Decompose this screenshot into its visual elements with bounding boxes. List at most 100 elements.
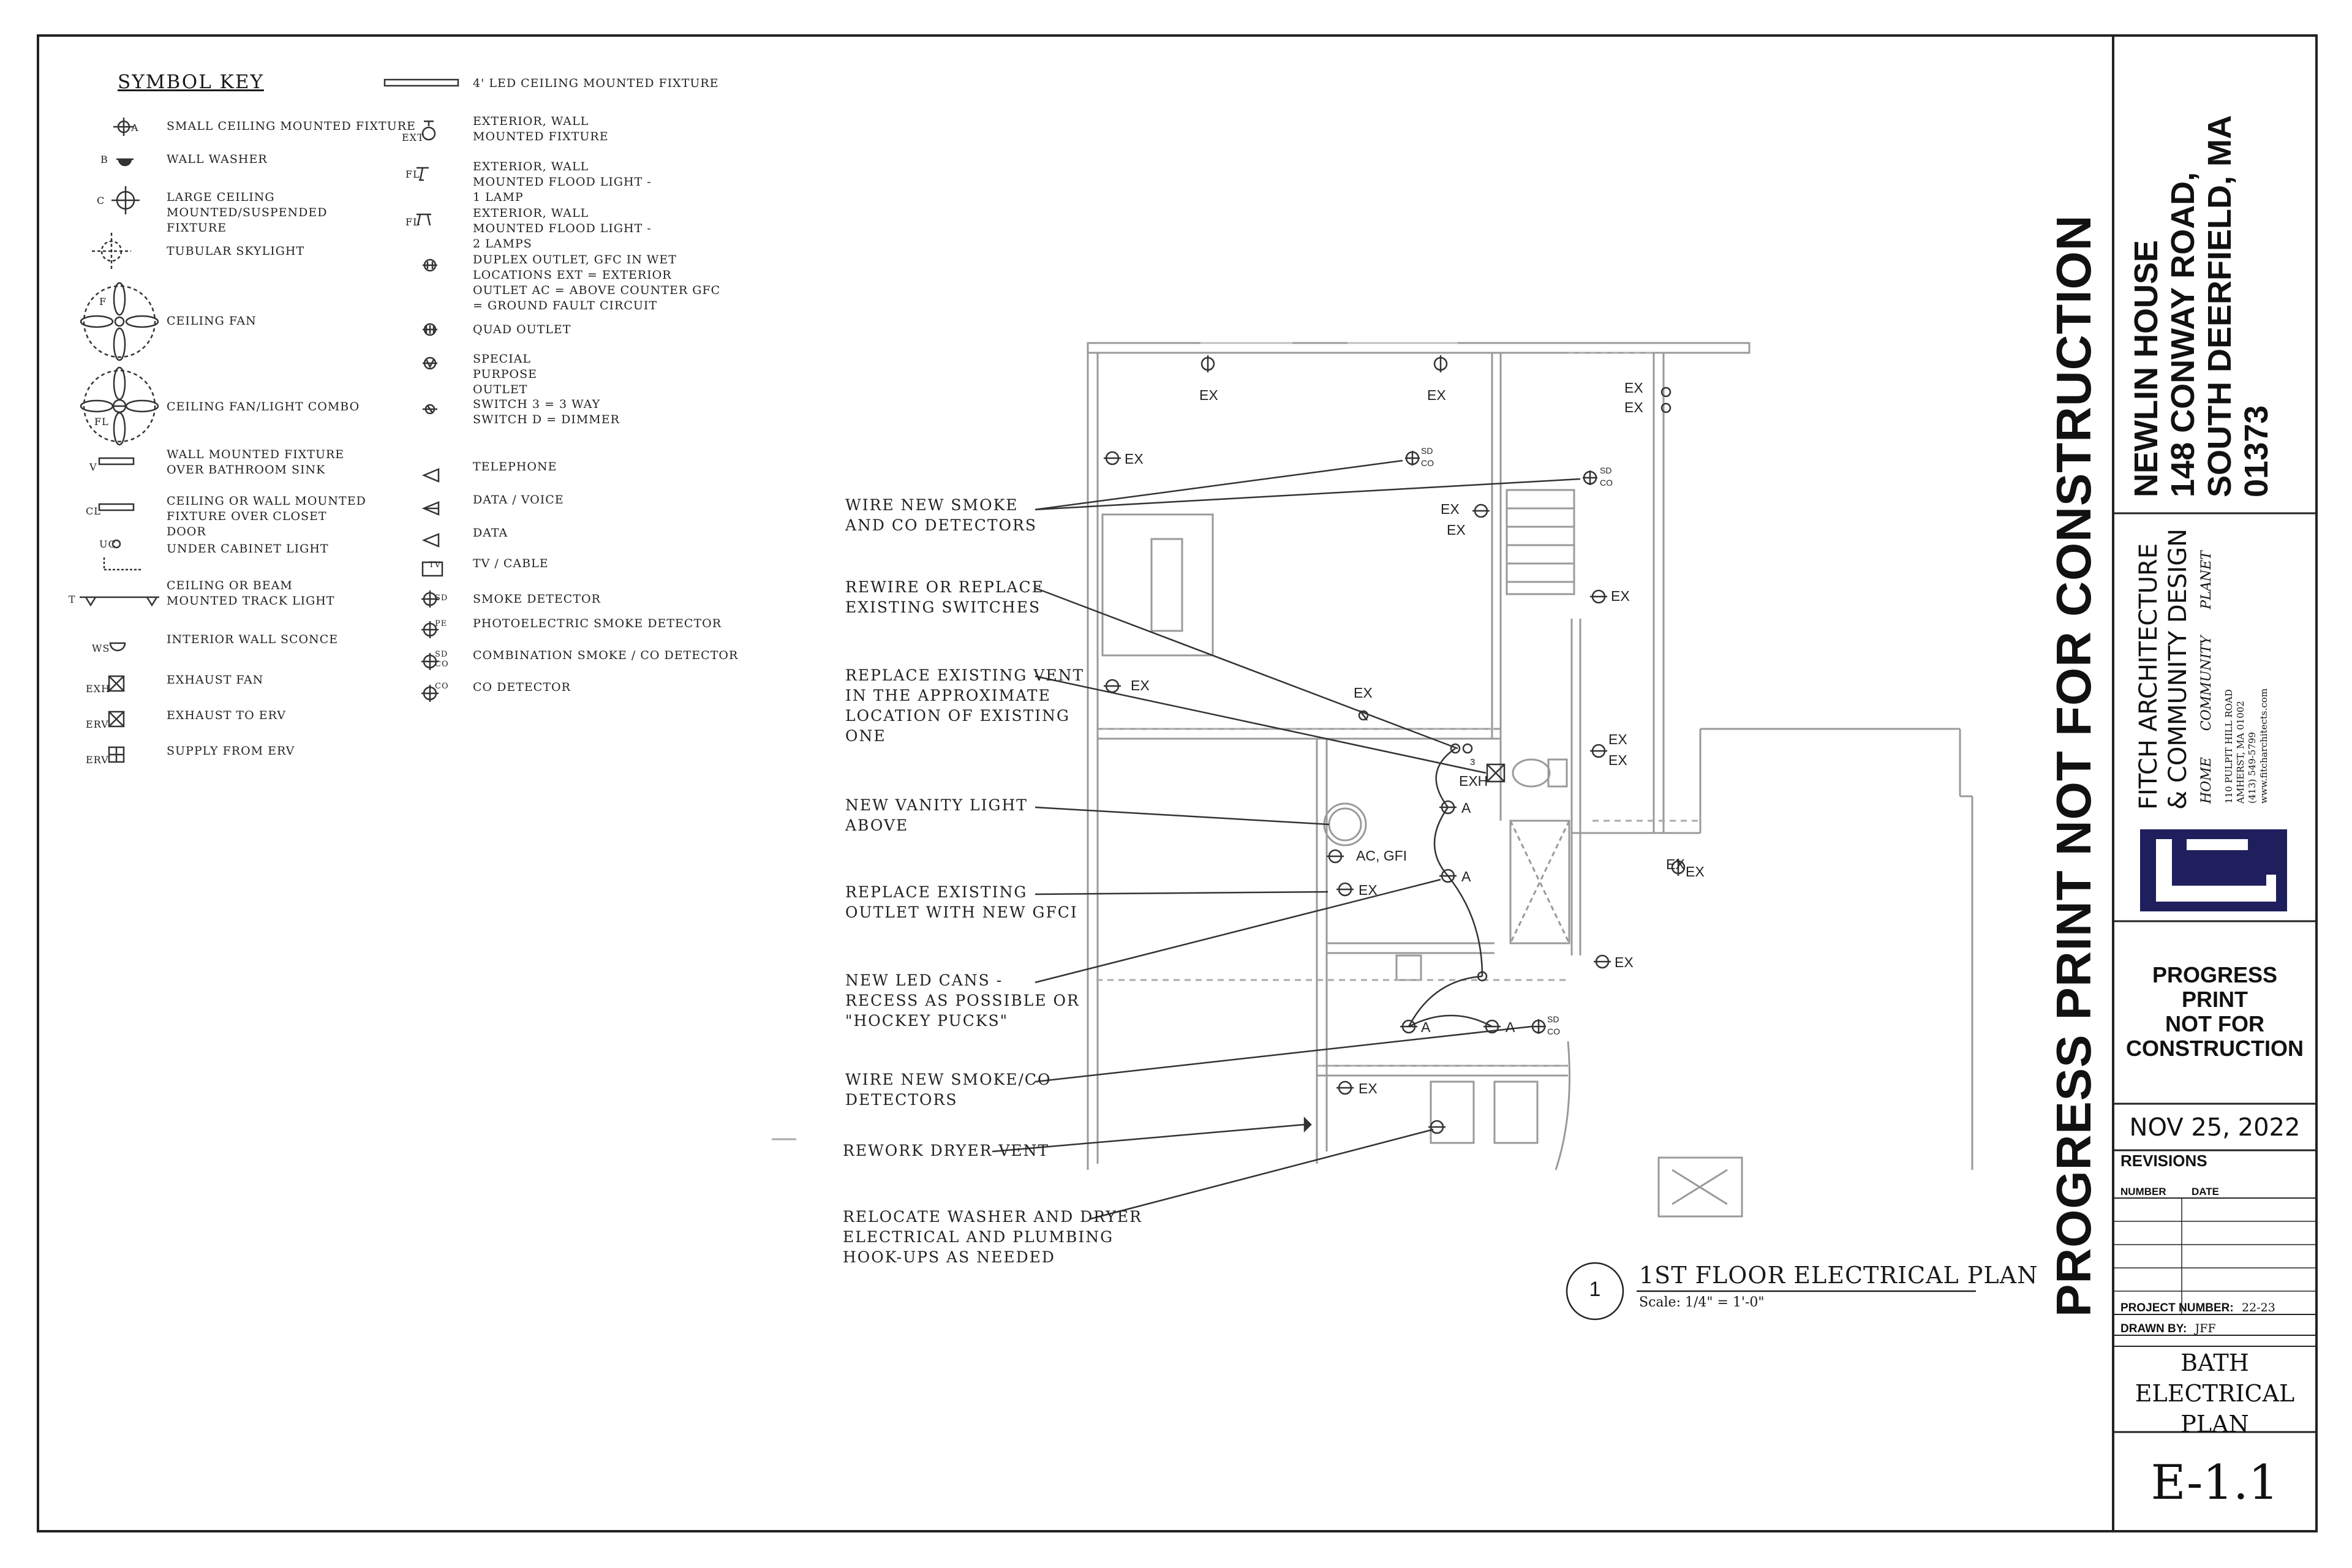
lbl-ex-15: EX [1686, 864, 1705, 880]
switch-top-right [1660, 386, 1672, 413]
firm-phone: (413) 549-5799 [2247, 732, 2258, 804]
firm-street: 110 PULPIT HILL ROAD [2223, 689, 2234, 804]
plan-walls [772, 342, 1973, 1218]
plan-scale: Scale: 1/4" = 1'-0" [1639, 1295, 1765, 1310]
project-street: 148 CONWAY ROAD, [2165, 172, 2201, 497]
smoke-co-1 [1405, 451, 1420, 466]
tag-erv-supply: ERV [86, 754, 109, 766]
outlet-7 [1590, 744, 1607, 758]
tag-exh: EXH [86, 683, 111, 695]
firm-info: FITCH ARCHITECTURE & COMMUNITY DESIGN [2134, 516, 2193, 810]
title-block-grid [2113, 512, 2316, 1433]
key-label-8: CEILING OR WALL MOUNTED FIXTURE OVER CLO… [167, 494, 366, 538]
smoke-detector-icon [421, 590, 439, 608]
callout-smoke-co-2: WIRE NEW SMOKE/CO DETECTORS [845, 1071, 1052, 1109]
tagline-planet: PLANET [2199, 551, 2214, 609]
tag-fl: FL [94, 416, 109, 428]
key-r-label-11: DATA [473, 526, 508, 540]
callout-smoke-co: WIRE NEW SMOKE AND CO DETECTORS [845, 496, 1037, 534]
key-r-label-6: QUAD OUTLET [473, 323, 571, 336]
key-r-label-4: EXTERIOR, WALL MOUNTED FLOOD LIGHT - 2 L… [473, 206, 652, 251]
key-label-11: INTERIOR WALL SCONCE [167, 633, 339, 646]
callout-gfci: REPLACE EXISTING OUTLET WITH NEW GFCI [845, 883, 1078, 921]
drawn-by-row: DRAWN BY: JFF [2120, 1322, 2216, 1336]
project-number-row: PROJECT NUMBER: 22-23 [2120, 1301, 2275, 1315]
project-number-label: PROJECT NUMBER: [2120, 1302, 2234, 1314]
tag-pe: PE [435, 619, 448, 628]
outlet-gfi [1327, 849, 1344, 864]
tag-v: V [89, 461, 97, 473]
key-r-label-2: EXTERIOR, WALL MOUNTED FIXTURE [473, 115, 609, 143]
tag-ws: WS [92, 643, 110, 654]
revisions-label: REVISIONS [2120, 1152, 2207, 1170]
lbl-ex-10: EX [1354, 685, 1373, 701]
wall-sconce-icon [109, 642, 126, 652]
key-r-label-12: TV / CABLE [473, 557, 549, 570]
special-outlet-icon [423, 356, 437, 370]
lbl-ex-7: EX [1447, 522, 1466, 538]
lbl-ex-9: EX [1131, 677, 1150, 693]
switch-icon [423, 404, 437, 415]
exterior-fixture-icon [421, 120, 436, 141]
exhaust-fan [1486, 763, 1506, 783]
key-label-13: EXHAUST TO ERV [167, 709, 286, 722]
firm-address: 110 PULPIT HILL ROAD AMHERST, MA 01002 (… [2223, 620, 2270, 804]
plan-title-text: 1ST FLOOR ELECTRICAL PLAN [1639, 1262, 2038, 1289]
sheet-number: E-1.1 [2150, 1455, 2279, 1510]
lbl-ex-17: EX [1359, 1080, 1378, 1096]
drawn-by-label: DRAWN BY: [2120, 1322, 2187, 1335]
project-number: 22-23 [2242, 1301, 2275, 1314]
tagline-home: HOME [2199, 757, 2214, 804]
rev-date-label: DATE [2192, 1186, 2220, 1197]
tag-cl: CL [86, 505, 101, 517]
tag-erv: ERV [86, 718, 109, 730]
key-label-3: LARGE CEILING MOUNTED/SUSPENDED FIXTURE [167, 190, 328, 235]
lbl-exh: EXH [1459, 773, 1488, 789]
lbl-ex-12: EX [1608, 752, 1627, 768]
outlet-11 [1428, 1120, 1446, 1134]
key-r-label-8: SWITCH 3 = 3 WAY SWITCH D = DIMMER [473, 398, 620, 426]
callout-switches: REWIRE OR REPLACE EXISTING SWITCHES [845, 578, 1044, 616]
outlet-1 [1200, 355, 1215, 372]
firm-name-1: FITCH ARCHITECTURE [2135, 543, 2163, 810]
tag-a: A [131, 122, 139, 134]
lbl-a-3: A [1421, 1019, 1431, 1035]
lbl-ex-3: EX [1624, 380, 1643, 396]
key-r-label-13: SMOKE DETECTOR [473, 592, 601, 606]
lbl-ex-6: EX [1441, 501, 1460, 517]
callout-led-cans: NEW LED CANS - RECESS AS POSSIBLE OR "HO… [845, 971, 1080, 1030]
photoelectric-smoke-icon [421, 621, 439, 638]
tag-t: T [69, 594, 76, 605]
drawn-by: JFF [2195, 1322, 2216, 1335]
tag-ext: EXT [402, 132, 424, 143]
plan-electrical-symbols [1104, 355, 1686, 1134]
key-r-label-5: DUPLEX OUTLET, GFC IN WET LOCATIONS EXT … [473, 253, 721, 312]
tubular-skylight-icon [92, 233, 131, 270]
sheet-title-3: PLAN [2180, 1411, 2249, 1438]
smoke-co-3 [1531, 1019, 1546, 1034]
outlet-12 [1671, 859, 1686, 876]
flood-light-1-icon [417, 167, 429, 181]
lbl-ex-14: EX [1666, 856, 1685, 872]
symbol-key-icons-right [383, 78, 459, 702]
lbl-ac-gfi: AC, GFI [1356, 848, 1408, 864]
data-voice-icon [421, 501, 440, 516]
key-label-1: SMALL CEILING MOUNTED FIXTURE [167, 119, 416, 133]
key-r-label-3: EXTERIOR, WALL MOUNTED FLOOD LIGHT - 1 L… [473, 160, 652, 204]
key-label-5: CEILING FAN [167, 314, 257, 328]
tag-uc: UC [99, 538, 116, 550]
key-label-6: CEILING FAN/LIGHT COMBO [167, 400, 360, 413]
smoke-co-icon [421, 653, 439, 670]
tv-cable-icon [421, 561, 443, 577]
switch-cluster [1450, 743, 1473, 754]
lbl-a-1: A [1461, 800, 1471, 816]
key-r-label-9: TELEPHONE [473, 460, 557, 473]
project-zip: 01373 [2238, 405, 2275, 497]
lbl-ex-11: EX [1608, 731, 1627, 747]
key-label-9: UNDER CABINET LIGHT [167, 542, 329, 556]
data-icon [421, 533, 440, 548]
lbl-three: 3 [1470, 757, 1476, 767]
key-r-label-7: SPECIAL PURPOSE OUTLET [473, 352, 538, 396]
